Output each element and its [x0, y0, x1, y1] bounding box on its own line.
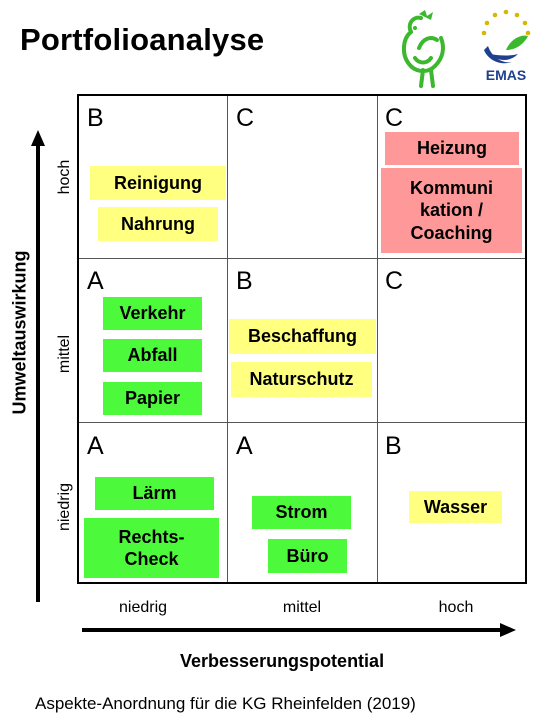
item-wasser: Wasser: [409, 491, 502, 523]
cell-category-r1c0: A: [87, 267, 104, 295]
item-naturschutz: Naturschutz: [231, 362, 372, 397]
item-nahrung: Nahrung: [98, 207, 218, 241]
item-heizung: Heizung: [385, 132, 519, 165]
cell-category-r1c2: C: [385, 267, 404, 295]
item-strom: Strom: [252, 496, 351, 529]
cell-category-r2c0: A: [87, 432, 104, 460]
cell-category-r1c1: B: [236, 267, 253, 295]
cell-category-r2c1: A: [236, 432, 253, 460]
cell-category-r2c2: B: [385, 432, 402, 460]
item-kommunikation: Kommuni kation / Coaching: [381, 168, 522, 253]
y-axis-label: Umweltauswirkung: [9, 250, 30, 415]
page-title: Portfolioanalyse: [20, 22, 265, 57]
y-tick-mittel: mittel: [56, 334, 73, 374]
item-laerm: Lärm: [95, 477, 214, 510]
y-tick-niedrig: niedrig: [56, 482, 73, 532]
portfolio-matrix: B C C A B C A A B Reinigung Nahrung Heiz…: [77, 94, 527, 584]
x-tick-hoch: hoch: [438, 599, 474, 616]
x-tick-niedrig: niedrig: [118, 599, 168, 616]
item-reinigung: Reinigung: [90, 166, 226, 200]
cell-category-r0c1: C: [236, 104, 255, 132]
cell-category-r0c2: C: [385, 104, 404, 132]
item-verkehr: Verkehr: [103, 297, 202, 330]
y-tick-hoch: hoch: [56, 159, 73, 195]
caption: Aspekte-Anordnung für die KG Rheinfelden…: [35, 694, 416, 713]
x-axis-arrow: [82, 623, 516, 637]
x-tick-mittel: mittel: [282, 599, 322, 616]
cell-category-r0c0: B: [87, 104, 104, 132]
item-rechtscheck: Rechts- Check: [84, 518, 219, 578]
rooster-logo-icon: [402, 10, 445, 88]
x-axis-label: Verbesserungspotential: [180, 651, 385, 671]
item-abfall: Abfall: [103, 339, 202, 372]
emas-logo-icon: EMAS: [481, 9, 531, 83]
emas-text: EMAS: [486, 67, 526, 83]
y-axis-arrow: [31, 130, 45, 602]
item-papier: Papier: [103, 382, 202, 415]
item-buero: Büro: [268, 539, 347, 573]
item-beschaffung: Beschaffung: [229, 319, 376, 354]
